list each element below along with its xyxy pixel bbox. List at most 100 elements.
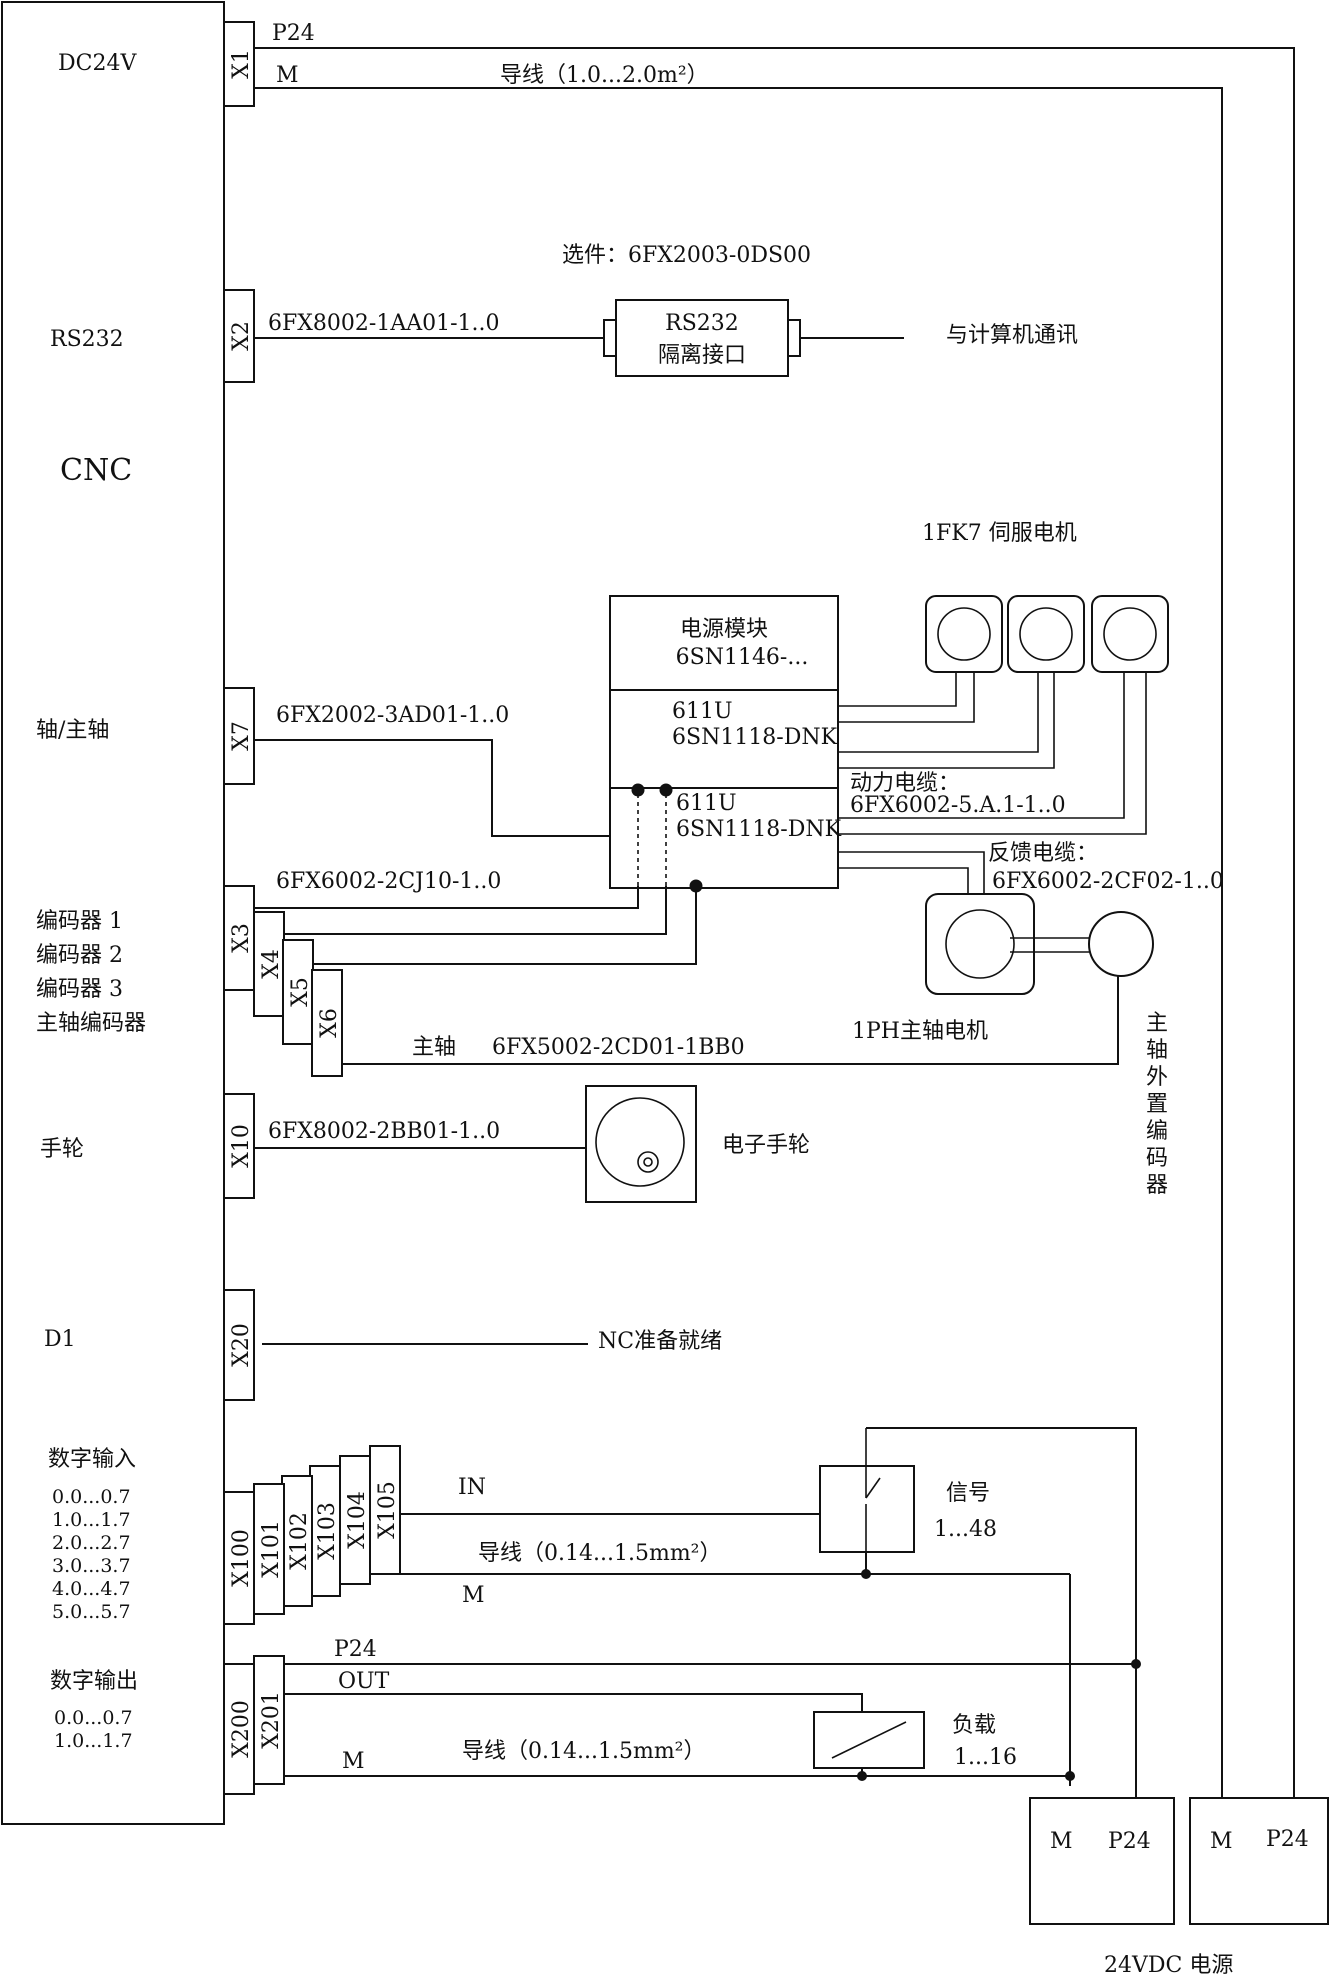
connector-x105: X105 <box>369 1445 401 1575</box>
load-range: 1...16 <box>954 1745 1017 1770</box>
ext-encoder-char: 外 <box>1146 1065 1168 1090</box>
encoder-3-cable <box>313 886 697 965</box>
drive-unit <box>609 595 839 889</box>
din-range: 3.0...3.7 <box>52 1555 131 1577</box>
connector-label: X3 <box>229 923 254 953</box>
connector-label: X102 <box>287 1512 312 1570</box>
handwheel-label: 电子手轮 <box>722 1133 810 1158</box>
rs232-box-title: RS232 <box>665 311 739 336</box>
connector-x20: X20 <box>223 1289 255 1401</box>
in-wire-spec: 导线（0.14...1.5mm²） <box>478 1541 722 1566</box>
connector-label: X20 <box>229 1323 254 1367</box>
spindle-motor <box>925 893 1154 995</box>
connector-x1: X1 <box>223 21 255 107</box>
connector-label: X4 <box>259 949 284 979</box>
din-range: 2.0...2.7 <box>52 1532 131 1554</box>
handwheel-device <box>585 1085 697 1203</box>
connector-label: X1 <box>229 49 254 79</box>
signal-switch <box>819 1428 915 1553</box>
out-wire-spec: 导线（0.14...1.5mm²） <box>462 1739 706 1764</box>
pc-comm-label: 与计算机通讯 <box>946 323 1078 348</box>
label-handwheel: 手轮 <box>40 1137 84 1162</box>
psu-left <box>1029 1797 1175 1925</box>
din-range: 4.0...4.7 <box>52 1578 131 1600</box>
rs232-isolation-box <box>603 299 801 377</box>
ext-encoder-char: 轴 <box>1146 1038 1168 1063</box>
psu-left-p24: P24 <box>1108 1829 1151 1854</box>
psu-right <box>1189 1797 1329 1925</box>
psu-module-name: 电源模块 <box>680 617 768 642</box>
din-range: 1.0...1.7 <box>52 1509 131 1531</box>
encoder-1-cable <box>254 886 639 909</box>
axis-cable <box>254 739 610 837</box>
ext-encoder-char: 置 <box>1146 1092 1168 1117</box>
connector-x10: X10 <box>223 1093 255 1199</box>
power-cable-label: 动力电缆： <box>850 771 960 796</box>
label-digital-input: 数字输入 <box>48 1447 136 1472</box>
connector-label: X10 <box>229 1124 254 1168</box>
label-encoder-2: 编码器 2 <box>36 943 123 968</box>
connector-label: X105 <box>375 1481 400 1539</box>
label-rs232: RS232 <box>50 327 124 352</box>
drive-module-1-name: 611U <box>672 699 733 724</box>
connector-x201: X201 <box>253 1655 285 1785</box>
load-label: 负载 <box>952 1713 996 1738</box>
label-spindle-encoder: 主轴编码器 <box>36 1011 146 1036</box>
out-m-label: M <box>342 1749 365 1774</box>
out-wire <box>284 1693 863 1712</box>
in-m-label: M <box>462 1583 485 1608</box>
connector-x4: X4 <box>253 911 285 1017</box>
ext-encoder-char: 主 <box>1146 1011 1168 1036</box>
drive-module-2-part: 6SN1118-DNK <box>676 817 842 842</box>
in-label: IN <box>458 1475 486 1500</box>
connector-label: X7 <box>229 721 254 751</box>
drive-module-2-name: 611U <box>676 791 737 816</box>
rs232-box-subtitle: 隔离接口 <box>658 343 746 368</box>
connector-x103: X103 <box>309 1465 341 1597</box>
junction-dot <box>631 783 645 797</box>
psu-right-p24: P24 <box>1266 1827 1309 1852</box>
dc-wire-spec: 导线（1.0...2.0m²） <box>500 63 709 88</box>
ext-encoder-char: 码 <box>1146 1146 1168 1171</box>
junction-dot <box>861 1569 871 1579</box>
connector-x101: X101 <box>253 1483 285 1615</box>
spindle-encoder-cable <box>342 976 1119 1065</box>
connector-label: X100 <box>229 1529 254 1587</box>
load-relay <box>813 1711 925 1769</box>
connector-x2: X2 <box>223 289 255 383</box>
out-p24-label: P24 <box>334 1637 377 1662</box>
power-cable-part: 6FX6002-5.A.1-1..0 <box>850 793 1066 818</box>
junction-dot <box>659 783 673 797</box>
psu-right-m: M <box>1210 1829 1233 1854</box>
connector-x3: X3 <box>223 885 255 991</box>
signal-p24-wire <box>866 1427 1137 1664</box>
connector-x102: X102 <box>281 1475 313 1607</box>
handwheel-cable-label: 6FX8002-2BB01-1..0 <box>268 1119 500 1144</box>
connector-x100: X100 <box>223 1491 255 1625</box>
connector-x5: X5 <box>282 939 314 1045</box>
servo-motor-1 <box>925 595 1003 673</box>
psu-left-m: M <box>1050 1829 1073 1854</box>
dout-range: 1.0...1.7 <box>54 1730 133 1752</box>
wire-m-label: M <box>276 63 299 88</box>
label-encoder-3: 编码器 3 <box>36 977 123 1002</box>
feedback-cable-label: 反馈电缆： <box>988 841 1098 866</box>
label-encoder-1: 编码器 1 <box>36 909 123 934</box>
ext-encoder-char: 编 <box>1146 1119 1168 1144</box>
nc-ready-label: NC准备就绪 <box>598 1329 722 1354</box>
cnc-title: CNC <box>60 453 132 488</box>
drive-module-1-part: 6SN1118-DNK <box>672 725 838 750</box>
label-axis: 轴/主轴 <box>36 718 109 743</box>
connector-x6: X6 <box>311 969 343 1077</box>
din-range: 0.0...0.7 <box>52 1486 131 1508</box>
servo-motor-title: 1FK7 伺服电机 <box>922 521 1077 546</box>
encoder-2-cable <box>284 886 667 935</box>
connector-label: X6 <box>317 1008 342 1038</box>
connector-label: X103 <box>315 1502 340 1560</box>
connector-x200: X200 <box>223 1663 255 1795</box>
signal-label: 信号 <box>946 1481 990 1506</box>
connector-label: X104 <box>345 1491 370 1549</box>
connector-label: X200 <box>229 1700 254 1758</box>
dout-range: 0.0...0.7 <box>54 1707 133 1729</box>
spindle-cable-word: 主轴 <box>412 1035 456 1060</box>
